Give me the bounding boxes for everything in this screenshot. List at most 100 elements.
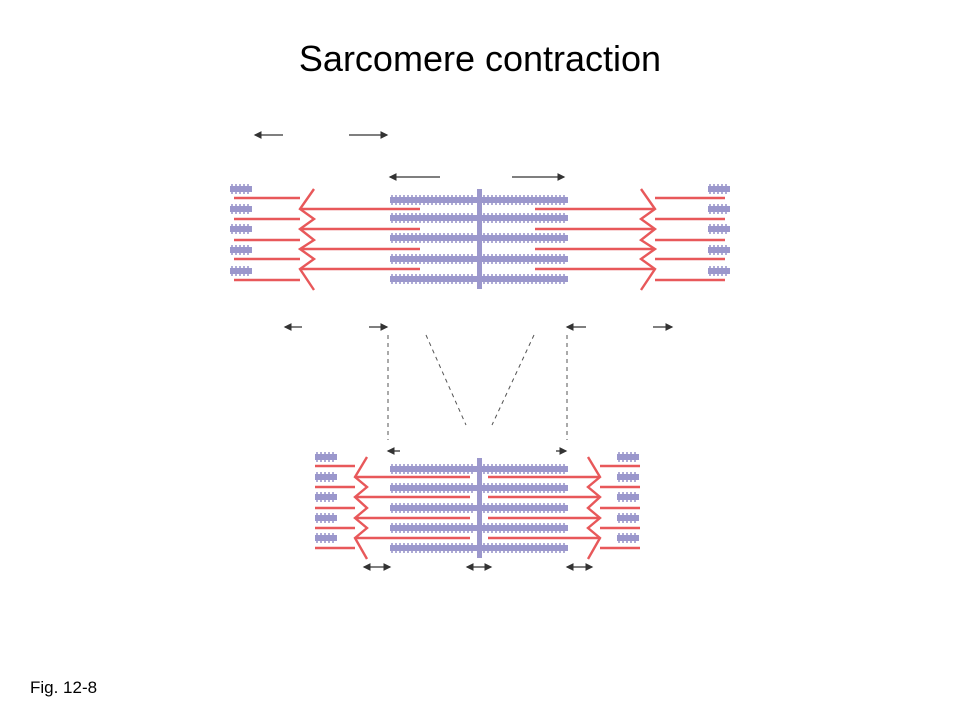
myosin-heads (391, 483, 473, 493)
myosin-heads (618, 452, 636, 462)
thick-fragment (230, 206, 252, 212)
myosin-heads (483, 523, 565, 533)
myosin-heads (483, 464, 565, 474)
thick-filament (482, 466, 568, 472)
thick-fragment (315, 535, 337, 541)
relaxed-sarcomere (230, 131, 730, 331)
myosin-heads (231, 245, 249, 255)
thick-filament (390, 466, 477, 472)
myosin-heads (618, 513, 636, 523)
thick-filament (390, 276, 477, 282)
thick-filament (390, 235, 477, 241)
myosin-heads (316, 513, 334, 523)
myosin-heads (316, 533, 334, 543)
thick-filament (482, 545, 568, 551)
z-disc-right (638, 188, 658, 291)
myosin-heads (483, 503, 565, 513)
thick-filament (390, 215, 477, 221)
thick-fragment (230, 226, 252, 232)
thick-filament (482, 485, 568, 491)
thin-filaments-left (315, 456, 470, 560)
thick-fragment (708, 247, 730, 253)
thick-fragment (230, 186, 252, 192)
myosin-heads (391, 523, 473, 533)
myosin-heads (618, 472, 636, 482)
myosin-heads (391, 464, 473, 474)
thick-fragment (617, 515, 639, 521)
myosin-heads (391, 213, 473, 223)
thick-fragment (617, 494, 639, 500)
m-line (477, 189, 482, 289)
myosin-heads (231, 204, 249, 214)
thick-filament (390, 485, 477, 491)
guide-lines (387, 334, 568, 440)
slide-title: Sarcomere contraction (298, 38, 662, 79)
thick-filaments (390, 464, 568, 553)
thin-filaments-right (535, 188, 725, 291)
myosin-heads (483, 195, 565, 205)
thick-filament (482, 215, 568, 221)
myosin-heads (709, 204, 727, 214)
thick-filament (390, 525, 477, 531)
thick-fragment (708, 186, 730, 192)
myosin-heads (391, 254, 473, 264)
thick-fragment (315, 474, 337, 480)
myosin-heads (391, 274, 473, 284)
myosin-heads (709, 266, 727, 276)
myosin-heads (709, 184, 727, 194)
thick-fragment (230, 268, 252, 274)
myosin-heads (391, 543, 473, 553)
thin-filaments-right (488, 456, 640, 560)
figure-label: Fig. 12-8 (30, 678, 98, 697)
myosin-heads (391, 195, 473, 205)
z-disc-left (297, 188, 317, 291)
thick-filament (390, 256, 477, 262)
myosin-heads (483, 543, 565, 553)
thick-filament (482, 276, 568, 282)
guide-line (425, 334, 467, 426)
thick-filament (390, 545, 477, 551)
myosin-heads (231, 224, 249, 234)
outer-thick-fragments (315, 452, 639, 543)
thick-filament (482, 256, 568, 262)
m-line (477, 458, 482, 558)
myosin-heads (483, 233, 565, 243)
thick-fragment (230, 247, 252, 253)
thick-fragment (617, 535, 639, 541)
thick-filament (390, 505, 477, 511)
myosin-heads (483, 213, 565, 223)
myosin-heads (231, 266, 249, 276)
thick-filament (482, 235, 568, 241)
guide-line (491, 334, 535, 426)
thick-fragment (708, 268, 730, 274)
myosin-heads (709, 224, 727, 234)
myosin-heads (618, 533, 636, 543)
myosin-heads (316, 452, 334, 462)
myosin-heads (316, 472, 334, 482)
z-disc-left (353, 456, 369, 560)
myosin-heads (391, 233, 473, 243)
thick-filaments (390, 195, 568, 284)
thick-fragment (617, 474, 639, 480)
thin-filaments-left (234, 188, 420, 291)
thick-fragment (315, 494, 337, 500)
thick-fragment (315, 454, 337, 460)
thick-filament (482, 197, 568, 203)
thick-fragment (708, 226, 730, 232)
myosin-heads (231, 184, 249, 194)
myosin-heads (483, 254, 565, 264)
outer-thick-fragments (230, 184, 730, 276)
thick-fragment (617, 454, 639, 460)
thick-filament (390, 197, 477, 203)
myosin-heads (618, 492, 636, 502)
myosin-heads (316, 492, 334, 502)
thick-filament (482, 505, 568, 511)
myosin-heads (483, 274, 565, 284)
myosin-heads (709, 245, 727, 255)
myosin-heads (483, 483, 565, 493)
thick-fragment (315, 515, 337, 521)
thick-fragment (708, 206, 730, 212)
myosin-heads (391, 503, 473, 513)
thick-filament (482, 525, 568, 531)
